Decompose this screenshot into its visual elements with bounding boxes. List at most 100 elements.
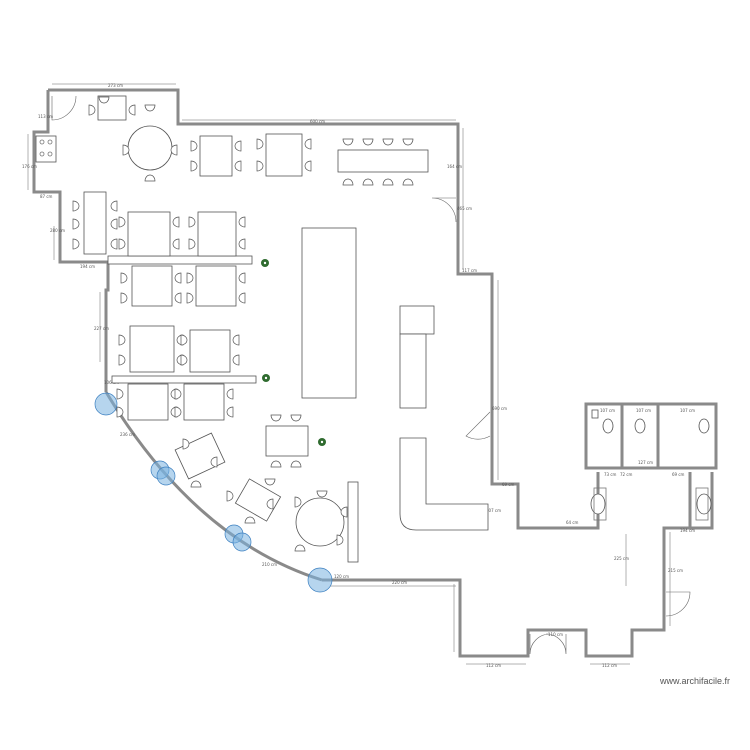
dim-bottom-a: 120 cm (334, 574, 349, 579)
dim-wc-e: 127 cm (638, 460, 653, 465)
chair (382, 138, 394, 146)
dim-left-d: 280 cm (50, 228, 65, 233)
chair (226, 406, 234, 418)
dim-top-main: 600 cm (310, 119, 325, 124)
chair (72, 200, 80, 212)
chair (362, 138, 374, 146)
chair (238, 272, 246, 284)
doors (51, 95, 691, 655)
chair (180, 334, 188, 346)
dim-left-e: 194 cm (80, 264, 95, 269)
chair (128, 104, 136, 116)
outer-walls (32, 88, 718, 658)
chair (234, 160, 242, 172)
chair (88, 104, 96, 116)
chair (118, 216, 126, 228)
chair (232, 334, 240, 346)
chair (190, 480, 202, 488)
chair (110, 200, 118, 212)
dim-bottom-b: 220 cm (392, 580, 407, 585)
chair (122, 144, 130, 156)
bar-lower (399, 437, 489, 531)
chair (238, 216, 246, 228)
dim-wc-g: 107 cm (680, 408, 695, 413)
chair (110, 238, 118, 250)
door-top-left (51, 95, 77, 121)
chair (172, 216, 180, 228)
chair (110, 218, 118, 230)
dim-left-g: 106 cm (104, 380, 119, 385)
bar-top (399, 305, 435, 335)
dim-step-c: 64 cm (566, 520, 579, 525)
dim-left-f: 227 cm (94, 326, 109, 331)
plant-icon (262, 374, 270, 382)
plant-icon (318, 438, 326, 446)
dim-right-c: 117 cm (462, 268, 477, 273)
chair (294, 544, 306, 552)
chair (234, 140, 242, 152)
dim-lower-a: 194 cm (680, 528, 695, 533)
chair (118, 354, 126, 366)
dim-lower-b: 225 cm (614, 556, 629, 561)
chair (270, 460, 282, 468)
chair (244, 516, 256, 524)
dim-curve-a: 236 cm (120, 432, 135, 437)
dim-right-d: 690 cm (492, 406, 507, 411)
chair (170, 144, 178, 156)
chair (340, 506, 348, 518)
dimension-labels: 273 cm 600 cm 113 cm 176 cm 87 cm 280 cm… (22, 83, 695, 668)
door-bottom-mid (529, 633, 551, 655)
chair (290, 414, 302, 422)
chair (188, 216, 196, 228)
chair (144, 174, 156, 182)
dim-right-b: 465 cm (457, 206, 472, 211)
dim-step-a: 69 cm (502, 482, 515, 487)
chair (174, 292, 182, 304)
chair (186, 292, 194, 304)
stove (35, 135, 57, 163)
dim-top-left: 273 cm (108, 83, 123, 88)
dim-wc-c: 73 cm (604, 472, 617, 477)
door-bottom-right (545, 633, 567, 655)
central-counter (301, 227, 357, 399)
shelf-left-b (111, 375, 257, 384)
dim-left-c: 87 cm (40, 194, 53, 199)
camera-icon (307, 567, 333, 593)
chair (232, 354, 240, 366)
dimension-lines (27, 83, 671, 665)
bar-body (399, 333, 427, 409)
chair (144, 104, 156, 112)
chair (402, 178, 414, 186)
counters (107, 227, 489, 563)
dim-step-b: 107 cm (486, 508, 501, 513)
chair (402, 138, 414, 146)
chair (238, 238, 246, 250)
dim-left-b: 176 cm (22, 164, 37, 169)
chair (336, 534, 344, 546)
watermark: www.archifacile.fr (660, 676, 731, 686)
chair (180, 354, 188, 366)
chair (172, 238, 180, 250)
dim-wc-b: 107 cm (636, 408, 651, 413)
dim-bottom-d: 110 cm (548, 632, 563, 637)
tables (83, 95, 429, 522)
plants (261, 259, 326, 446)
chair (118, 238, 126, 250)
dim-right-a: 164 cm (447, 164, 462, 169)
chair (226, 388, 234, 400)
dim-wc-a: 107 cm (600, 408, 615, 413)
plant-icon (261, 259, 269, 267)
chair (362, 178, 374, 186)
camera-icon (94, 392, 118, 416)
chair (266, 498, 274, 510)
door-right-upper (431, 197, 457, 223)
chair (316, 490, 328, 498)
camera-icon (232, 532, 252, 552)
dim-bottom-e: 112 cm (602, 663, 617, 668)
chair (98, 96, 110, 104)
chair (174, 272, 182, 284)
chair (226, 490, 234, 502)
chair (186, 272, 194, 284)
